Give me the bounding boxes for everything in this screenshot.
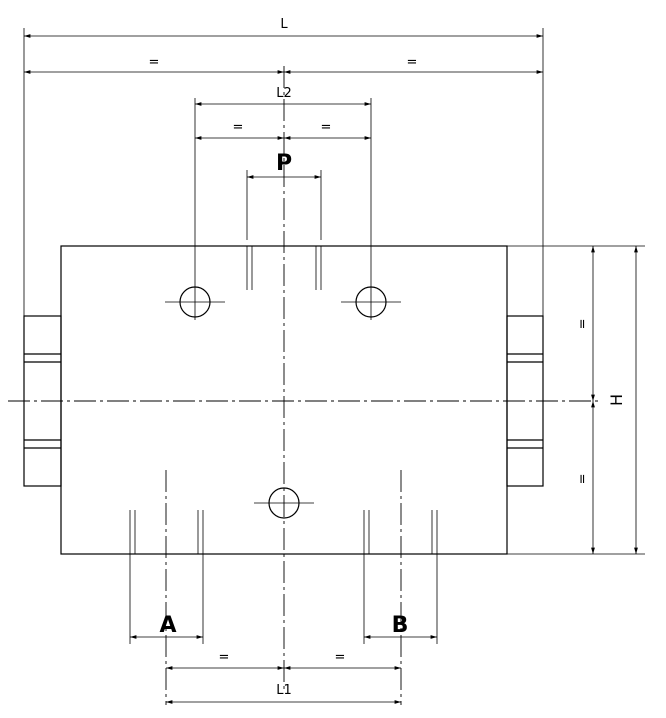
top-left-port (165, 272, 225, 320)
svg-text:B: B (392, 613, 409, 638)
a-port-hidden-lines (129, 470, 204, 705)
svg-text:=: = (321, 120, 332, 135)
svg-text:=: = (149, 55, 160, 70)
svg-text:=: = (574, 474, 589, 485)
svg-text:L: L (280, 17, 288, 32)
svg-text:L1: L1 (276, 683, 292, 698)
svg-text:A: A (159, 613, 176, 638)
extension-lines (23, 28, 645, 644)
dimension-l1: = = L1 (166, 650, 401, 704)
svg-text:=: = (574, 319, 589, 330)
dimension-a: A (130, 613, 203, 639)
svg-text:P: P (276, 151, 292, 176)
dimension-l-halves: = = (23, 55, 543, 74)
bottom-center-port (254, 487, 314, 519)
svg-text:H: H (607, 394, 626, 406)
dimension-l: L (23, 17, 543, 38)
b-port-hidden-lines (363, 470, 438, 705)
dimension-l2: L2 = = (195, 86, 371, 140)
top-right-port (341, 272, 401, 320)
dimension-p: P (247, 151, 321, 179)
svg-text:=: = (233, 120, 244, 135)
dimension-h-halves: = = (574, 246, 595, 554)
svg-text:=: = (407, 55, 418, 70)
svg-text:=: = (335, 650, 346, 665)
dimension-b: B (364, 613, 437, 639)
dimension-h: H (607, 246, 638, 554)
p-port-hidden-lines (246, 246, 322, 290)
svg-text:=: = (219, 650, 230, 665)
svg-text:L2: L2 (276, 86, 292, 101)
